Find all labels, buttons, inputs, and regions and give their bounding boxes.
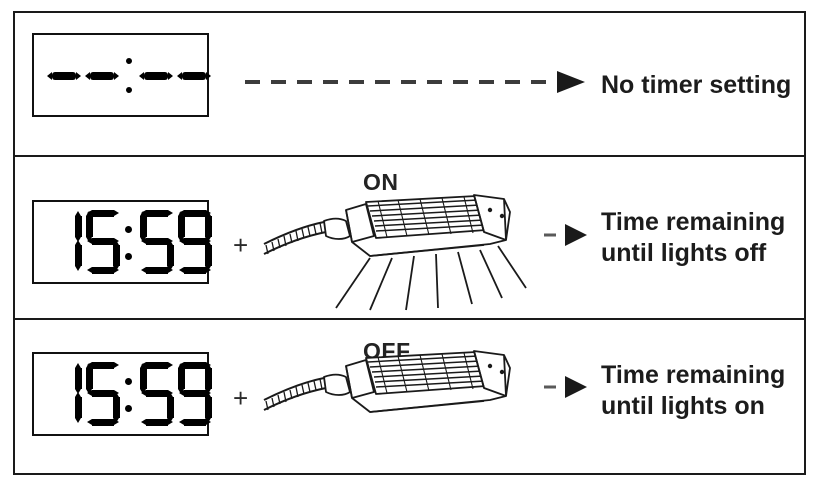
segment-a (178, 362, 211, 369)
segment-d (86, 267, 119, 274)
plus-sign-on: + (233, 230, 249, 260)
blank-colon-top-dot (125, 58, 132, 64)
segment-c (74, 392, 82, 423)
short-dash-arrow-icon-on (543, 222, 589, 253)
caption-timer-on: Time remaining until lights off (601, 208, 786, 267)
lcd-colon-top-dot (124, 378, 132, 385)
segment-f (85, 363, 93, 394)
blank-dash-2 (84, 72, 119, 80)
segment-b (204, 211, 212, 242)
lcd-inner-off (46, 361, 212, 427)
segment-b (74, 211, 82, 242)
lcd-digit-4 (177, 210, 212, 274)
lcd-digit-1 (48, 362, 82, 426)
segment-c (204, 240, 212, 271)
segment-a (86, 210, 119, 217)
blank-dash-3 (138, 72, 173, 80)
row-timer-on: + ON (15, 157, 804, 320)
segment-g (178, 238, 211, 245)
lcd-inner-blank (46, 42, 211, 108)
long-dashed-arrow-icon (243, 69, 588, 100)
segment-c (204, 392, 212, 423)
blank-dash-1 (46, 72, 81, 80)
segment-a (86, 362, 119, 369)
segment-c (166, 392, 174, 423)
segment-g (86, 390, 119, 397)
lcd-digit-2 (85, 362, 120, 426)
segment-d (178, 267, 211, 274)
short-dash-arrow-icon-off (543, 374, 589, 405)
caption-no-timer: No timer setting (601, 71, 792, 99)
segment-b (204, 363, 212, 394)
lcd-display-off (32, 352, 212, 436)
segment-c (166, 240, 174, 271)
lcd-digit-3 (139, 362, 174, 426)
segment-b (74, 363, 82, 394)
lcd-digit-3 (139, 210, 174, 274)
lcd-digit-2 (85, 210, 120, 274)
lcd-digit-4 (177, 362, 212, 426)
lcd-colon-bottom-dot (124, 405, 132, 412)
lcd-colon-top-dot (124, 226, 132, 233)
lcd-digit-1 (48, 210, 82, 274)
segment-d (178, 419, 211, 426)
segment-a (140, 362, 173, 369)
segment-f (139, 363, 147, 394)
segment-d (86, 419, 119, 426)
blank-colon-bottom-dot (125, 87, 132, 93)
work-light-off-icon (258, 348, 543, 443)
segment-a (178, 210, 211, 217)
segment-f (85, 211, 93, 242)
diagram-frame: No timer setting (13, 11, 806, 475)
segment-a (140, 210, 173, 217)
segment-g (86, 238, 119, 245)
row-no-timer: No timer setting (15, 13, 804, 157)
lcd-colon-bottom-dot (124, 253, 132, 260)
segment-c (112, 240, 120, 271)
lcd-display-blank (32, 33, 211, 117)
segment-f (177, 211, 185, 242)
segment-d (140, 267, 173, 274)
row-timer-off: + OFF (15, 320, 804, 473)
state-label-on: ON (363, 169, 399, 195)
segment-c (112, 392, 120, 423)
caption-timer-off: Time remaining until lights on (601, 361, 786, 420)
segment-f (177, 363, 185, 394)
segment-g (140, 238, 173, 245)
blank-dash-4 (176, 72, 211, 80)
segment-c (74, 240, 82, 271)
segment-g (140, 390, 173, 397)
lcd-display-on (32, 200, 212, 284)
segment-f (139, 211, 147, 242)
lcd-inner-on (46, 209, 212, 275)
work-light-on-icon (258, 192, 543, 317)
segment-g (178, 390, 211, 397)
segment-d (140, 419, 173, 426)
plus-sign-off: + (233, 383, 249, 413)
